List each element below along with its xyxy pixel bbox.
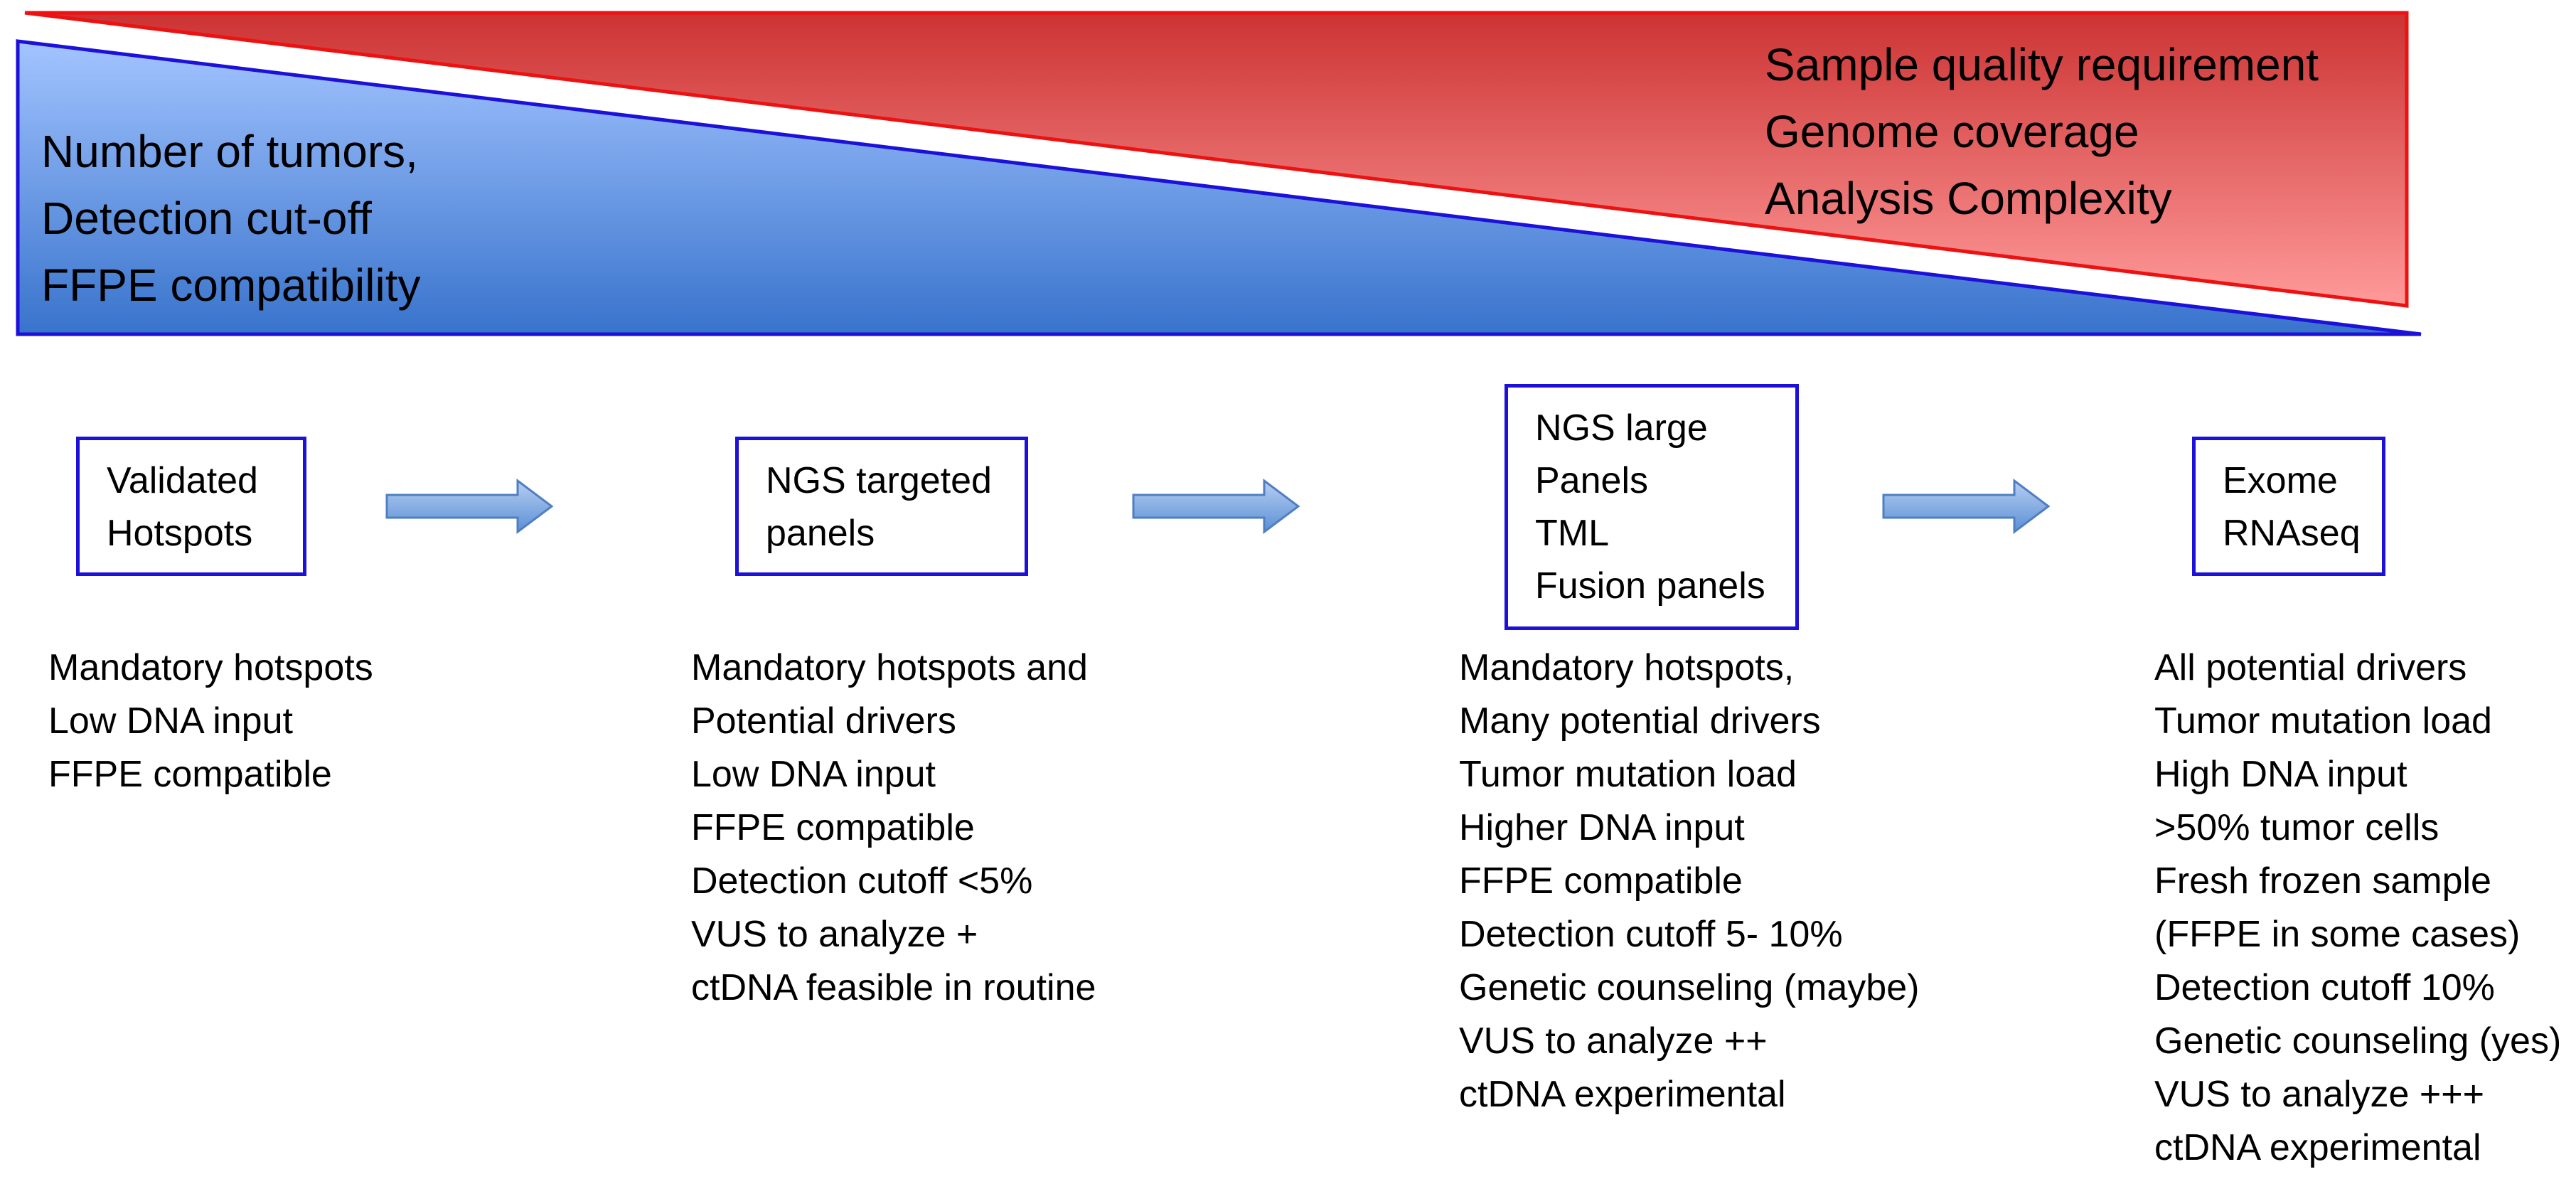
feature-item: High DNA input bbox=[2154, 754, 2407, 795]
blue-wedge-label: Number of tumors, Detection cut-off FFPE… bbox=[41, 118, 420, 319]
feature-item: Higher DNA input bbox=[1459, 807, 1745, 848]
feature-item: VUS to analyze ++ bbox=[1459, 1020, 1768, 1062]
stage-features-ngs-large-panels: Mandatory hotspots, Many potential drive… bbox=[1459, 641, 1919, 1121]
red-wedge-line: Analysis Complexity bbox=[1765, 173, 2172, 224]
feature-item: FFPE compatible bbox=[48, 754, 332, 795]
right-arrow-icon bbox=[385, 479, 554, 534]
feature-item: Genetic counseling (maybe) bbox=[1459, 967, 1920, 1008]
red-wedge bbox=[24, 11, 2409, 308]
stage-label-line: Hotspots bbox=[107, 513, 253, 554]
blue-wedge-line: Detection cut-off bbox=[41, 193, 372, 244]
red-wedge-label: Sample quality requirement Genome covera… bbox=[1765, 31, 2319, 232]
red-wedge-line: Sample quality requirement bbox=[1765, 39, 2319, 90]
feature-item: Fresh frozen sample bbox=[2154, 860, 2491, 902]
stage-label-line: NGS large bbox=[1535, 407, 1708, 449]
feature-item: ctDNA feasible in routine bbox=[691, 967, 1096, 1008]
feature-item: Low DNA input bbox=[691, 754, 936, 795]
blue-wedge-line: FFPE compatibility bbox=[41, 260, 421, 311]
feature-item: Many potential drivers bbox=[1459, 700, 1821, 742]
feature-item: Detection cutoff 5- 10% bbox=[1459, 914, 1843, 955]
stage-label-line: Validated bbox=[107, 460, 258, 501]
feature-item: Mandatory hotspots and bbox=[691, 647, 1088, 688]
gradient-wedges bbox=[16, 11, 2422, 336]
feature-item: FFPE compatible bbox=[691, 807, 975, 848]
feature-item: VUS to analyze +++ bbox=[2154, 1074, 2484, 1115]
feature-item: ctDNA experimental bbox=[1459, 1074, 1786, 1115]
feature-item: Tumor mutation load bbox=[1459, 754, 1797, 795]
feature-item: Detection cutoff 10% bbox=[2154, 967, 2495, 1008]
stage-label-line: panels bbox=[766, 513, 875, 554]
feature-item: Mandatory hotspots bbox=[48, 647, 373, 688]
stage-label-line: NGS targeted bbox=[766, 460, 992, 501]
right-arrow-icon bbox=[1882, 479, 2051, 534]
right-arrow-icon bbox=[1132, 479, 1300, 534]
feature-item: Genetic counseling (yes) bbox=[2154, 1020, 2562, 1062]
stage-box-validated-hotspots: Validated Hotspots bbox=[76, 437, 306, 576]
feature-item: (FFPE in some cases) bbox=[2154, 914, 2521, 955]
stage-features-ngs-targeted-panels: Mandatory hotspots and Potential drivers… bbox=[691, 641, 1096, 1015]
stage-features-validated-hotspots: Mandatory hotspots Low DNA input FFPE co… bbox=[48, 641, 373, 801]
feature-item: Mandatory hotspots, bbox=[1459, 647, 1795, 688]
stage-box-exome-rnaseq: Exome RNAseq bbox=[2192, 437, 2385, 576]
feature-item: ctDNA experimental bbox=[2154, 1127, 2481, 1168]
feature-item: Detection cutoff <5% bbox=[691, 860, 1033, 902]
stage-features-exome-rnaseq: All potential drivers Tumor mutation loa… bbox=[2154, 641, 2561, 1175]
stage-box-ngs-targeted-panels: NGS targeted panels bbox=[735, 437, 1028, 576]
red-wedge-line: Genome coverage bbox=[1765, 106, 2139, 157]
feature-item: >50% tumor cells bbox=[2154, 807, 2439, 848]
blue-wedge bbox=[16, 39, 2422, 336]
blue-wedge-line: Number of tumors, bbox=[41, 126, 418, 177]
feature-item: FFPE compatible bbox=[1459, 860, 1743, 902]
feature-item: Tumor mutation load bbox=[2154, 700, 2492, 742]
feature-item: Potential drivers bbox=[691, 700, 956, 742]
stage-box-ngs-large-panels: NGS large Panels TML Fusion panels bbox=[1505, 384, 1799, 630]
feature-item: VUS to analyze + bbox=[691, 914, 978, 955]
stage-label-line: RNAseq bbox=[2223, 513, 2361, 554]
feature-item: Low DNA input bbox=[48, 700, 293, 742]
stage-label-line: Exome bbox=[2223, 460, 2338, 501]
stage-label-line: Fusion panels bbox=[1535, 565, 1765, 607]
feature-item: All potential drivers bbox=[2154, 647, 2467, 688]
stage-label-line: TML bbox=[1535, 513, 1609, 554]
stage-label-line: Panels bbox=[1535, 460, 1648, 501]
